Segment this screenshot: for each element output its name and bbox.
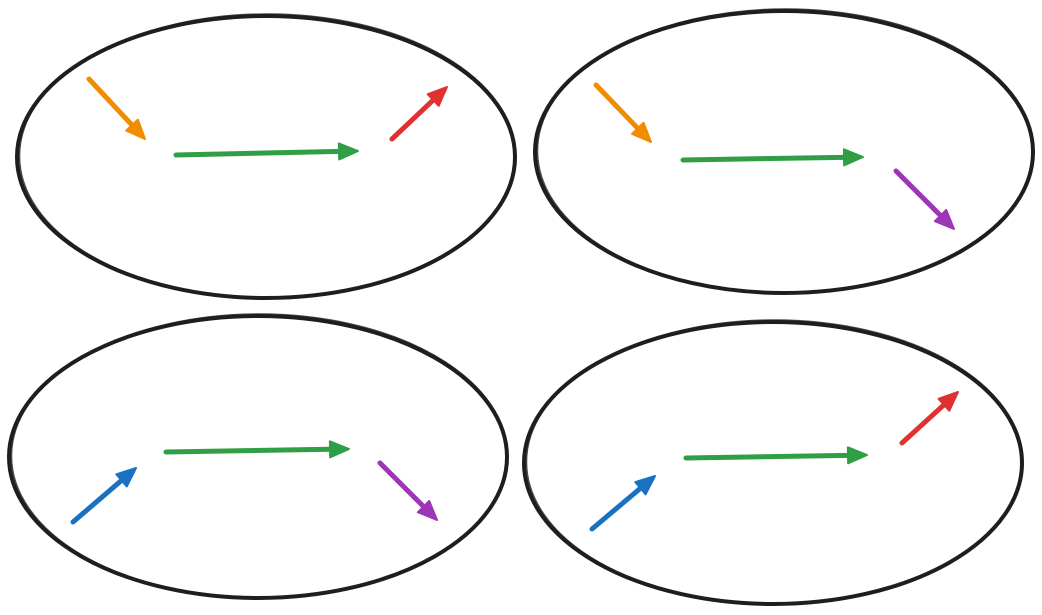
- arrow-top-left-middle-green: [173, 142, 359, 161]
- arrow-shaft: [377, 460, 432, 515]
- arrow-shaft: [163, 446, 341, 455]
- arrow-shaft: [173, 148, 350, 158]
- arrow-bottom-right-outgoing-red: [899, 391, 959, 446]
- arrow-top-right-incoming-orange: [593, 82, 652, 143]
- arrow-top-left-outgoing-red: [389, 86, 448, 142]
- arrow-head: [634, 475, 656, 496]
- panel-top-right-ellipse-sketch: [536, 8, 1035, 294]
- arrow-head: [115, 467, 137, 488]
- arrow-head: [426, 86, 448, 107]
- arrow-bottom-left-outgoing-purple: [377, 460, 438, 521]
- panel-top-left: [15, 13, 517, 300]
- arrow-top-left-incoming-orange: [86, 76, 146, 140]
- arrow-top-right-outgoing-purple: [893, 168, 955, 230]
- panel-bottom-right: [522, 319, 1024, 606]
- arrow-bottom-left-incoming-blue: [70, 467, 137, 525]
- arrow-shaft: [893, 168, 949, 224]
- arrow-head: [337, 142, 359, 161]
- arrow-head: [631, 121, 652, 143]
- panel-top-right: [533, 8, 1035, 295]
- arrow-bottom-right-middle-green: [683, 446, 868, 465]
- arrow-head: [933, 208, 955, 230]
- panel-bottom-left: [7, 313, 509, 600]
- panel-bottom-left-ellipse-sketch: [10, 313, 509, 599]
- arrow-shaft: [389, 92, 442, 142]
- arrow-shaft: [593, 82, 646, 137]
- panel-top-left-ellipse-sketch: [18, 13, 517, 299]
- arrow-head: [846, 446, 868, 465]
- arrow-head: [416, 499, 438, 521]
- arrow-head: [328, 440, 350, 459]
- arrow-shaft: [589, 480, 649, 532]
- arrow-head: [842, 148, 864, 167]
- arrow-top-right-middle-green: [680, 148, 864, 167]
- arrow-shaft: [683, 452, 859, 461]
- arrow-shaft: [899, 397, 953, 446]
- arrow-shaft: [70, 472, 130, 525]
- arrow-bottom-left-middle-green: [163, 440, 350, 459]
- arrow-bottom-right-incoming-blue: [589, 475, 656, 532]
- arrow-head: [937, 391, 959, 412]
- arrow-head: [125, 118, 146, 140]
- arrow-shaft: [86, 76, 140, 134]
- arrow-shaft: [680, 154, 855, 163]
- panel-bottom-right-ellipse-sketch: [525, 319, 1024, 605]
